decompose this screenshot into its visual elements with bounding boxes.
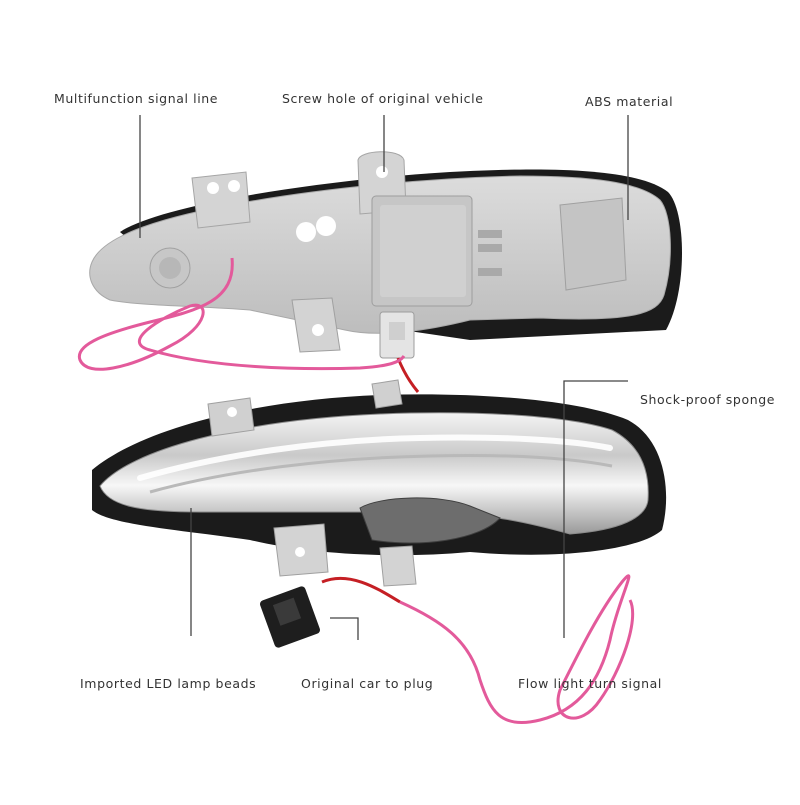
- screw-hole: [376, 166, 388, 178]
- label-original-car-plug: Original car to plug: [301, 676, 434, 691]
- label-led-lamp-beads: Imported LED lamp beads: [80, 676, 257, 691]
- alignment-dot-2: [316, 216, 336, 236]
- label-multifunction-signal-line: Multifunction signal line: [54, 91, 219, 106]
- lower-lamp-assembly: [92, 379, 667, 725]
- label-abs-material: ABS material: [585, 94, 674, 109]
- lower-top-tab-hole: [227, 407, 237, 417]
- black-plug-latch: [272, 597, 302, 626]
- leader-sponge: [563, 380, 628, 638]
- round-boss-inner: [159, 257, 181, 279]
- lower-top-tab-2: [371, 379, 403, 409]
- led-light-strip-shadow: [149, 454, 613, 494]
- rib-2: [478, 244, 502, 252]
- lower-bottom-tab-hole: [295, 547, 305, 557]
- lower-pink-wire: [399, 574, 635, 725]
- lower-top-tab: [207, 397, 255, 437]
- lower-red-wire: [321, 576, 401, 604]
- upper-left-tab: [191, 171, 251, 229]
- bracket-hole: [312, 324, 324, 336]
- chrome-reflector: [359, 497, 501, 544]
- led-light-strip: [137, 434, 613, 481]
- alignment-dot-1: [296, 222, 316, 242]
- lower-bottom-tab-2: [379, 545, 417, 587]
- label-screw-hole: Screw hole of original vehicle: [282, 91, 484, 106]
- upper-pink-wire: [77, 257, 406, 371]
- leader-plug: [330, 617, 359, 640]
- upper-red-wire: [396, 357, 420, 393]
- leader-lines: [139, 115, 629, 640]
- rib-1: [478, 230, 502, 238]
- upper-housing-assembly: [77, 151, 682, 393]
- lamp-lens: [99, 412, 649, 535]
- abs-panel: [559, 197, 627, 291]
- mounting-block-face: [380, 205, 466, 297]
- label-shock-proof-sponge: Shock-proof sponge: [640, 392, 776, 407]
- upper-connector-latch: [389, 322, 405, 340]
- upper-left-tab-hole-1: [207, 182, 219, 194]
- rib-3: [478, 268, 502, 276]
- upper-left-tab-hole-2: [228, 180, 240, 192]
- label-flow-light-turn-signal: Flow light turn signal: [518, 676, 662, 691]
